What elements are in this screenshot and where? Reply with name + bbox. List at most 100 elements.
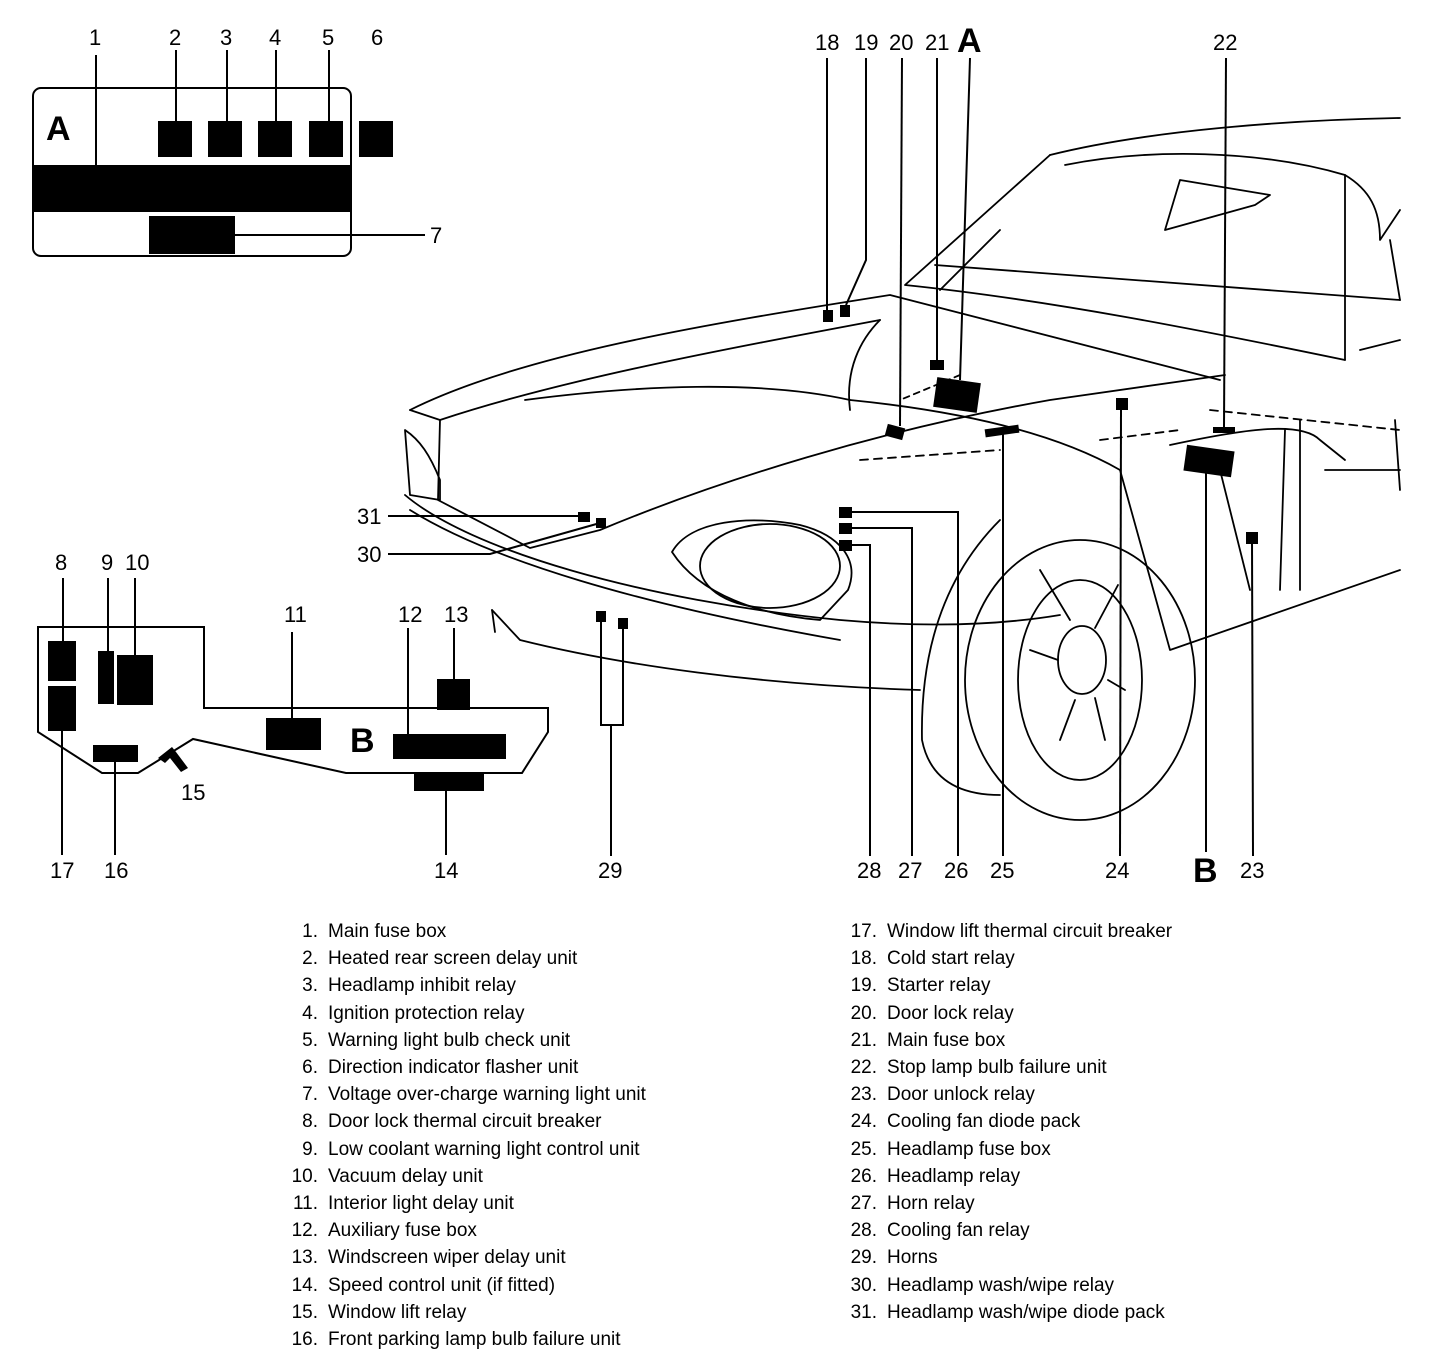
legend-item-label: Headlamp inhibit relay	[328, 975, 516, 997]
unit-5	[309, 121, 343, 157]
legend-item: 13.Windscreen wiper delay unit	[284, 1244, 646, 1271]
legend-item-number: 13.	[291, 1247, 318, 1269]
unit-4	[258, 121, 292, 157]
component-26	[839, 507, 852, 518]
legend-item-number: 12.	[291, 1220, 318, 1242]
legend-item-label: Cooling fan diode pack	[887, 1111, 1081, 1133]
callout-21: 21	[925, 30, 949, 55]
car-label-b: B	[1193, 852, 1218, 890]
legend-item-label: Direction indicator flasher unit	[328, 1057, 579, 1079]
component-location-diagram: A 1 2 3 4 5 6 7 B	[32, 22, 1401, 890]
legend-item-label: Low coolant warning light control unit	[328, 1138, 640, 1160]
legend-item-label: Cold start relay	[887, 948, 1015, 970]
arrow-15-icon	[158, 747, 188, 772]
unit-9	[98, 651, 114, 704]
legend-item: 17.Window lift thermal circuit breaker	[843, 918, 1173, 945]
unit-14	[414, 773, 484, 791]
callout-5: 5	[322, 25, 334, 50]
legend-item: 9.Low coolant warning light control unit	[284, 1136, 646, 1163]
callout-16: 16	[104, 858, 128, 883]
component-19	[840, 305, 850, 317]
legend-item-label: Cooling fan relay	[887, 1220, 1030, 1242]
legend-item-label: Vacuum delay unit	[328, 1165, 483, 1187]
legend-item: 14.Speed control unit (if fitted)	[284, 1272, 646, 1299]
callout-20: 20	[889, 30, 913, 55]
car-leader-lines	[388, 57, 1254, 857]
callout-9: 9	[101, 550, 113, 575]
legend-item: 25.Headlamp fuse box	[843, 1136, 1172, 1163]
component-22	[1213, 427, 1235, 433]
unit-17	[48, 686, 76, 731]
legend-item-number: 14.	[291, 1274, 318, 1296]
legend-item-number: 7.	[302, 1084, 318, 1106]
callout-14: 14	[434, 858, 458, 883]
panel-b-leader-lines	[61, 578, 455, 855]
legend-item-label: Horns	[887, 1247, 938, 1269]
unit-13	[437, 679, 470, 710]
callout-7: 7	[430, 223, 442, 248]
legend-item: 30.Headlamp wash/wipe relay	[843, 1272, 1172, 1299]
callout-2: 2	[169, 25, 181, 50]
component-21	[930, 360, 944, 370]
legend-item-number: 24.	[850, 1111, 877, 1133]
legend-item-label: Door unlock relay	[887, 1084, 1035, 1106]
legend-item-label: Main fuse box	[328, 921, 447, 942]
panel-b: B 8 9 10 11 12 13 14 15 16 17	[37, 550, 549, 883]
unit-2	[158, 121, 192, 157]
legend-item-number: 2.	[302, 948, 318, 970]
legend-item-number: 16.	[291, 1329, 318, 1351]
car-components	[578, 305, 1258, 629]
callout-11: 11	[284, 602, 307, 627]
legend-item: 10.Vacuum delay unit	[284, 1163, 646, 1190]
legend-item-number: 6.	[302, 1057, 318, 1079]
panel-a-leader-lines	[95, 50, 425, 236]
car-outline	[404, 117, 1401, 821]
legend-item-number: 31.	[850, 1301, 877, 1323]
callout-24: 24	[1105, 858, 1129, 883]
unit-3	[208, 121, 242, 157]
legend-item-label: Front parking lamp bulb failure unit	[328, 1329, 621, 1351]
legend-item-number: 23.	[850, 1084, 877, 1106]
unit-6	[359, 121, 393, 157]
callout-28: 28	[857, 858, 881, 883]
legend-item-number: 29.	[850, 1247, 877, 1269]
legend-item: 16. Front parking lamp bulb failure unit	[284, 1326, 646, 1353]
component-29b	[618, 618, 628, 629]
callout-29: 29	[598, 858, 622, 883]
legend-item-label: Horn relay	[887, 1193, 975, 1215]
legend-item: 5.Warning light bulb check unit	[284, 1027, 646, 1054]
legend-item-label: Headlamp wash/wipe diode pack	[887, 1301, 1165, 1323]
legend-item-label: Window lift relay	[328, 1301, 467, 1323]
legend-item-number: 8.	[302, 1111, 318, 1133]
legend-item: 29. Horns	[843, 1244, 1172, 1271]
unit-12	[393, 734, 506, 759]
legend-item: 8. Door lock thermal circuit breaker	[284, 1108, 646, 1135]
legend-item-number: 5.	[302, 1029, 318, 1051]
component-20	[884, 423, 906, 441]
legend-item-label: Starter relay	[887, 975, 991, 997]
legend-item-number: 11.	[292, 1193, 318, 1215]
callout-26: 26	[944, 858, 968, 883]
unit-16	[93, 745, 138, 762]
auxiliary-fuse-box-b	[1183, 444, 1235, 478]
callout-15: 15	[181, 780, 205, 805]
callout-10: 10	[125, 550, 149, 575]
legend-item-label: Window lift thermal circuit breaker	[887, 921, 1173, 942]
panel-b-letter: B	[350, 722, 375, 760]
legend-item-label: Headlamp fuse box	[887, 1138, 1051, 1160]
legend-item: 23. Door unlock relay	[843, 1081, 1172, 1108]
component-27	[839, 523, 852, 534]
callout-17: 17	[50, 858, 74, 883]
legend-item-number: 4.	[302, 1002, 318, 1024]
legend-item-label: Door lock thermal circuit breaker	[328, 1111, 602, 1133]
legend-item: 22.Stop lamp bulb failure unit	[843, 1054, 1172, 1081]
legend-item-label: Ignition protection relay	[328, 1002, 525, 1024]
component-25	[984, 424, 1020, 438]
legend-item: 18.Cold start relay	[843, 945, 1172, 972]
legend-item: 6. Direction indicator flasher unit	[284, 1054, 646, 1081]
unit-11	[266, 718, 321, 750]
legend-item: 28.Cooling fan relay	[843, 1217, 1172, 1244]
component-30	[596, 518, 606, 528]
legend-item: 7.Voltage over-charge warning light unit	[284, 1081, 646, 1108]
